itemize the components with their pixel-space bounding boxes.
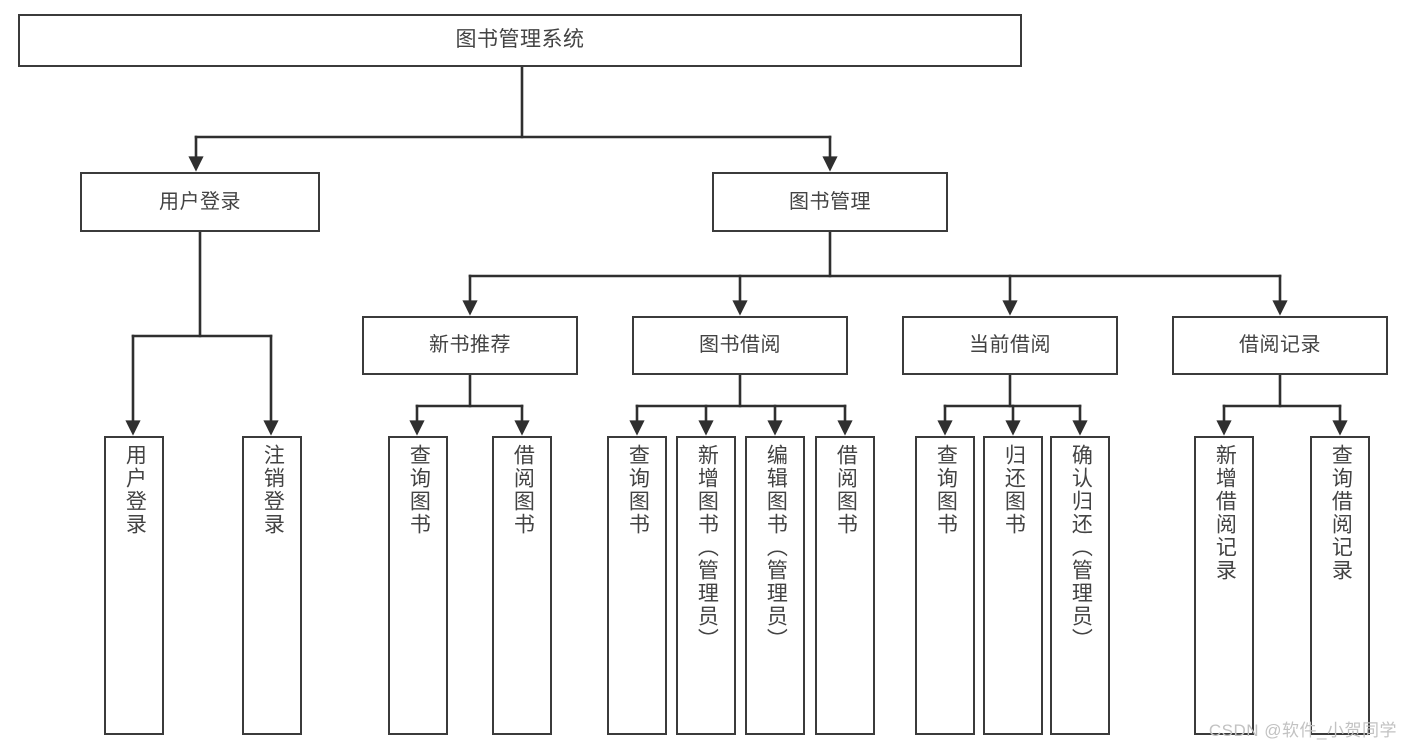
leaf-user-login-logout[interactable]: 注销登录	[242, 436, 302, 735]
node-book-management[interactable]: 图书管理	[712, 172, 948, 232]
node-borrow-record[interactable]: 借阅记录	[1172, 316, 1388, 375]
node-label: 确认归还（管理员）	[1069, 444, 1093, 651]
leaf-current-borrow-confirm-return-admin[interactable]: 确认归还（管理员）	[1050, 436, 1110, 735]
node-label: 编辑图书（管理员）	[764, 444, 788, 651]
leaf-borrow-record-add-record[interactable]: 新增借阅记录	[1194, 436, 1254, 735]
node-label: 图书管理	[789, 190, 871, 213]
node-label: 借阅记录	[1239, 334, 1321, 356]
node-label: 新增借阅记录	[1213, 444, 1237, 582]
node-book-borrow[interactable]: 图书借阅	[632, 316, 848, 375]
node-label: 新书推荐	[429, 334, 511, 356]
node-new-book-recommend[interactable]: 新书推荐	[362, 316, 578, 375]
node-label: 用户登录	[123, 444, 147, 536]
leaf-book-borrow-query-book[interactable]: 查询图书	[607, 436, 667, 735]
node-label: 注销登录	[261, 444, 285, 536]
leaf-current-borrow-query-book[interactable]: 查询图书	[915, 436, 975, 735]
node-label: 新增图书（管理员）	[695, 444, 719, 651]
leaf-new-book-borrow-book[interactable]: 借阅图书	[492, 436, 552, 735]
leaf-book-borrow-edit-book-admin[interactable]: 编辑图书（管理员）	[745, 436, 805, 735]
node-current-borrow[interactable]: 当前借阅	[902, 316, 1118, 375]
leaf-user-login-login[interactable]: 用户登录	[104, 436, 164, 735]
leaf-book-borrow-borrow-book[interactable]: 借阅图书	[815, 436, 875, 735]
node-label: 查询借阅记录	[1329, 444, 1353, 582]
leaf-new-book-query-book[interactable]: 查询图书	[388, 436, 448, 735]
node-root-book-management-system[interactable]: 图书管理系统	[18, 14, 1022, 67]
leaf-book-borrow-add-book-admin[interactable]: 新增图书（管理员）	[676, 436, 736, 735]
node-label: 查询图书	[626, 444, 650, 536]
node-label: 用户登录	[159, 190, 241, 213]
csdn-watermark: CSDN @软件_小贺同学	[1208, 721, 1397, 740]
node-label: 查询图书	[407, 444, 431, 536]
node-label: 借阅图书	[834, 444, 858, 536]
node-label: 归还图书	[1002, 444, 1026, 536]
leaf-borrow-record-query-record[interactable]: 查询借阅记录	[1310, 436, 1370, 735]
leaf-current-borrow-return-book[interactable]: 归还图书	[983, 436, 1043, 735]
node-label: 当前借阅	[969, 334, 1051, 356]
node-label: 查询图书	[934, 444, 958, 536]
node-user-login[interactable]: 用户登录	[80, 172, 320, 232]
node-label: 图书借阅	[699, 334, 781, 356]
node-label: 图书管理系统	[455, 28, 585, 52]
node-label: 借阅图书	[511, 444, 535, 536]
